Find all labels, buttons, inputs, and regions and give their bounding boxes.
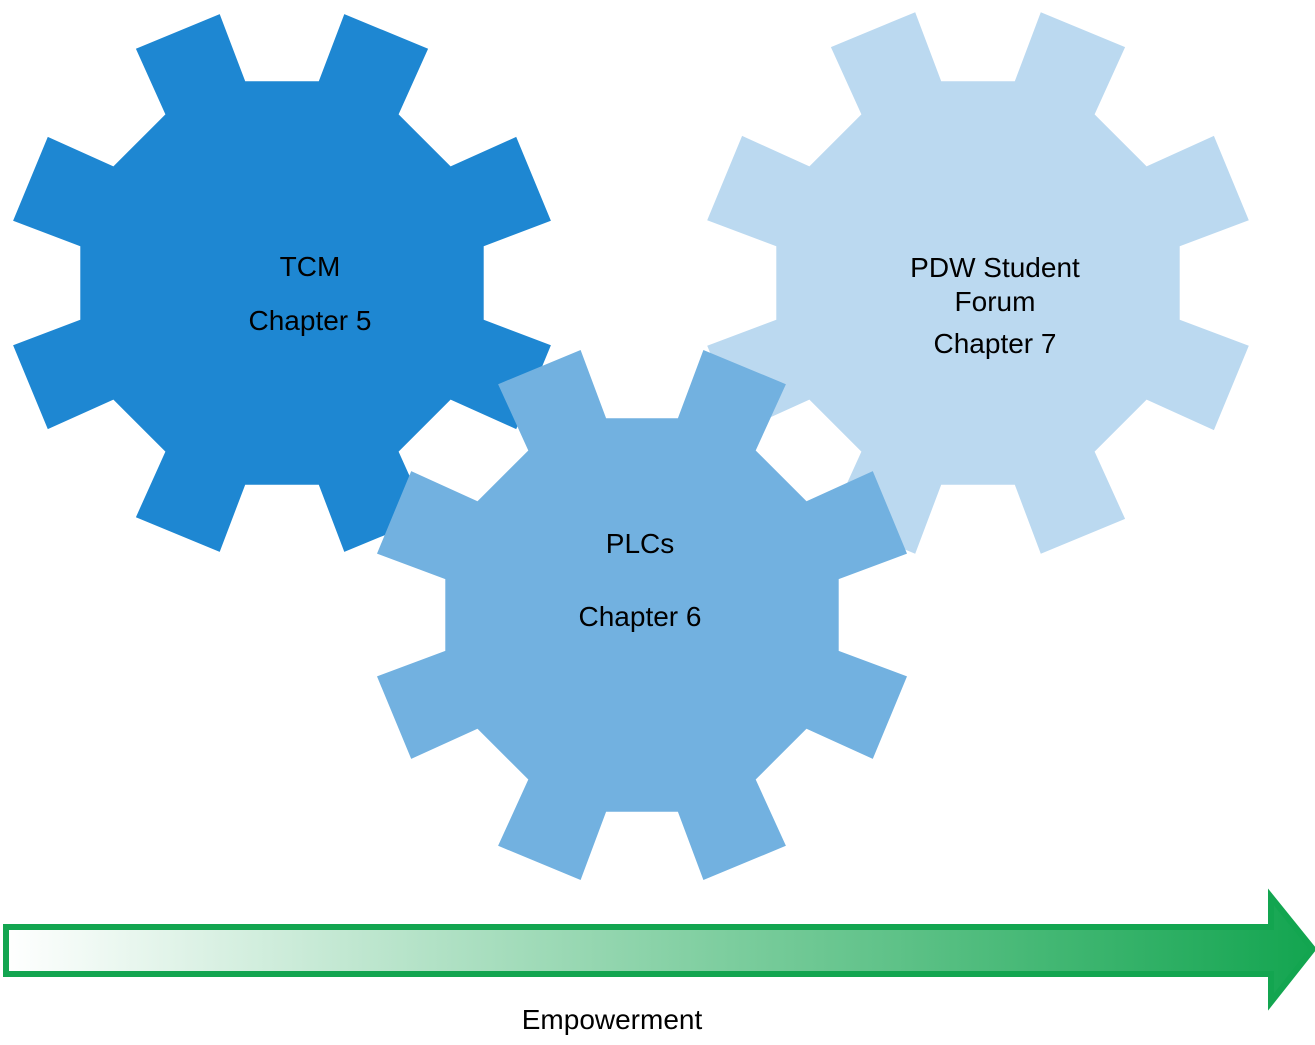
empowerment-arrow (3, 888, 1315, 1011)
gear-plcs-chapter: Chapter 6 (578, 601, 702, 632)
empowerment-label: Empowerment (521, 1004, 703, 1035)
gear-pdw-title-line2: Forum (954, 286, 1036, 317)
gear-label-pdw: PDW Student Forum Chapter 7 (910, 251, 1080, 361)
gear-pdw (707, 12, 1249, 554)
gear-plcs-title: PLCs (605, 528, 675, 559)
gear-pdw-chapter: Chapter 7 (933, 328, 1057, 359)
gear-label-tcm: TCM Chapter 5 (249, 250, 372, 338)
gear-plcs (377, 350, 907, 880)
gear-tcm-chapter: Chapter 5 (248, 305, 372, 336)
gear-pdw-blank (910, 319, 1080, 327)
gear-pdw-title-line1: PDW Student (910, 252, 1080, 283)
gear-plcs-blank (579, 561, 702, 600)
gear-label-plcs: PLCs Chapter 6 (579, 527, 702, 634)
gear-tcm-title: TCM (279, 251, 341, 282)
gear-tcm (13, 14, 551, 552)
